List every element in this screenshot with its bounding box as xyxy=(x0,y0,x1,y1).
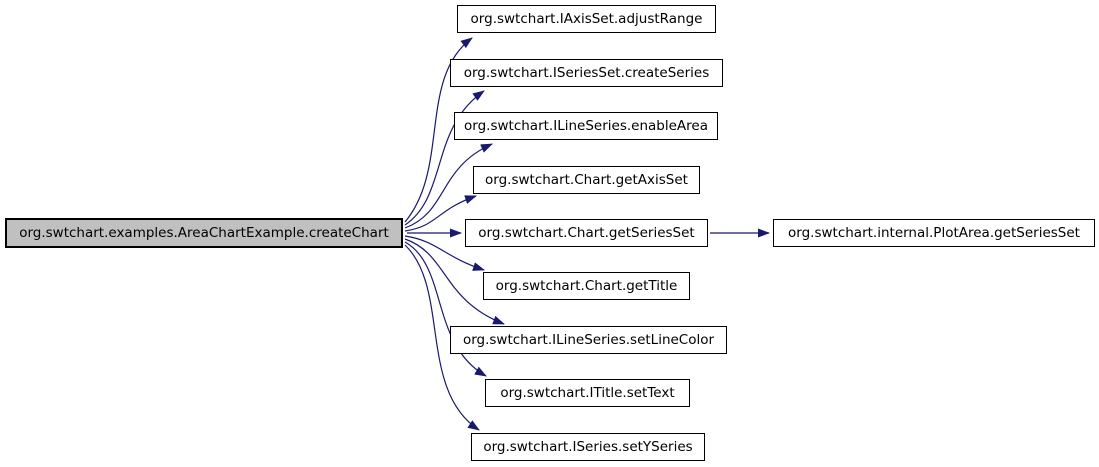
node-ititle-settext[interactable]: org.swtchart.ITitle.setText xyxy=(485,379,690,407)
edge-main-to-adjustrange xyxy=(404,37,473,223)
edge-main-to-settext xyxy=(404,241,487,377)
node-chart-gettitle[interactable]: org.swtchart.Chart.getTitle xyxy=(483,272,690,300)
edge-main-to-enablearea xyxy=(404,143,493,229)
edge-main-to-setlinecolor xyxy=(404,238,505,325)
node-ilineseries-setlinecolor[interactable]: org.swtchart.ILineSeries.setLineColor xyxy=(450,326,727,354)
node-plotarea-getseriesset[interactable]: org.swtchart.internal.PlotArea.getSeries… xyxy=(773,219,1095,247)
node-iseriesset-createseries[interactable]: org.swtchart.ISeriesSet.createSeries xyxy=(450,59,723,87)
edge-main-to-getaxisset xyxy=(404,195,477,232)
node-ilineseries-enablearea[interactable]: org.swtchart.ILineSeries.enableArea xyxy=(454,112,718,140)
node-iseries-setyseries[interactable]: org.swtchart.ISeries.setYSeries xyxy=(471,433,705,461)
edge-main-to-createseries xyxy=(404,90,485,226)
node-chart-getseriesset[interactable]: org.swtchart.Chart.getSeriesSet xyxy=(465,219,708,247)
edge-main-to-gettitle xyxy=(404,235,485,271)
node-areachartexample-createchart: org.swtchart.examples.AreaChartExample.c… xyxy=(5,218,403,248)
node-iaxisset-adjustrange[interactable]: org.swtchart.IAxisSet.adjustRange xyxy=(457,5,716,33)
node-chart-getaxisset[interactable]: org.swtchart.Chart.getAxisSet xyxy=(473,166,700,194)
edge-main-to-setyseries xyxy=(404,244,480,431)
